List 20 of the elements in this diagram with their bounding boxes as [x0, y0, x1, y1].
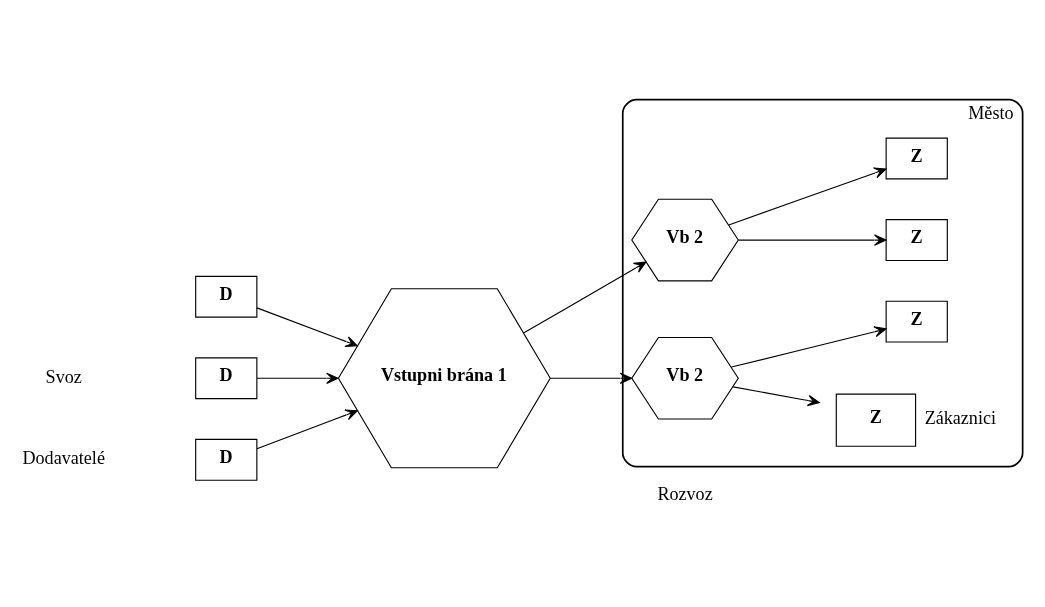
arrow	[523, 261, 647, 334]
arrow	[256, 307, 358, 348]
node-box: Z	[885, 137, 948, 180]
arrow	[732, 386, 820, 407]
node-box: D	[195, 275, 258, 318]
node-box: D	[195, 438, 258, 481]
node-box: Z	[885, 219, 948, 261]
arrow	[256, 409, 358, 450]
arrow	[256, 372, 339, 384]
arrow	[728, 167, 887, 226]
arrow	[549, 372, 633, 384]
node-box: D	[195, 357, 258, 400]
node-box: Z	[885, 300, 948, 343]
label: Svoz	[45, 366, 82, 387]
label: Rozvoz	[657, 484, 713, 505]
node-label: Zákaznici	[924, 408, 997, 429]
label: Dodavatelé	[22, 448, 105, 469]
node-box: Z	[835, 393, 917, 447]
arrow	[737, 234, 887, 246]
arrow	[730, 326, 887, 368]
